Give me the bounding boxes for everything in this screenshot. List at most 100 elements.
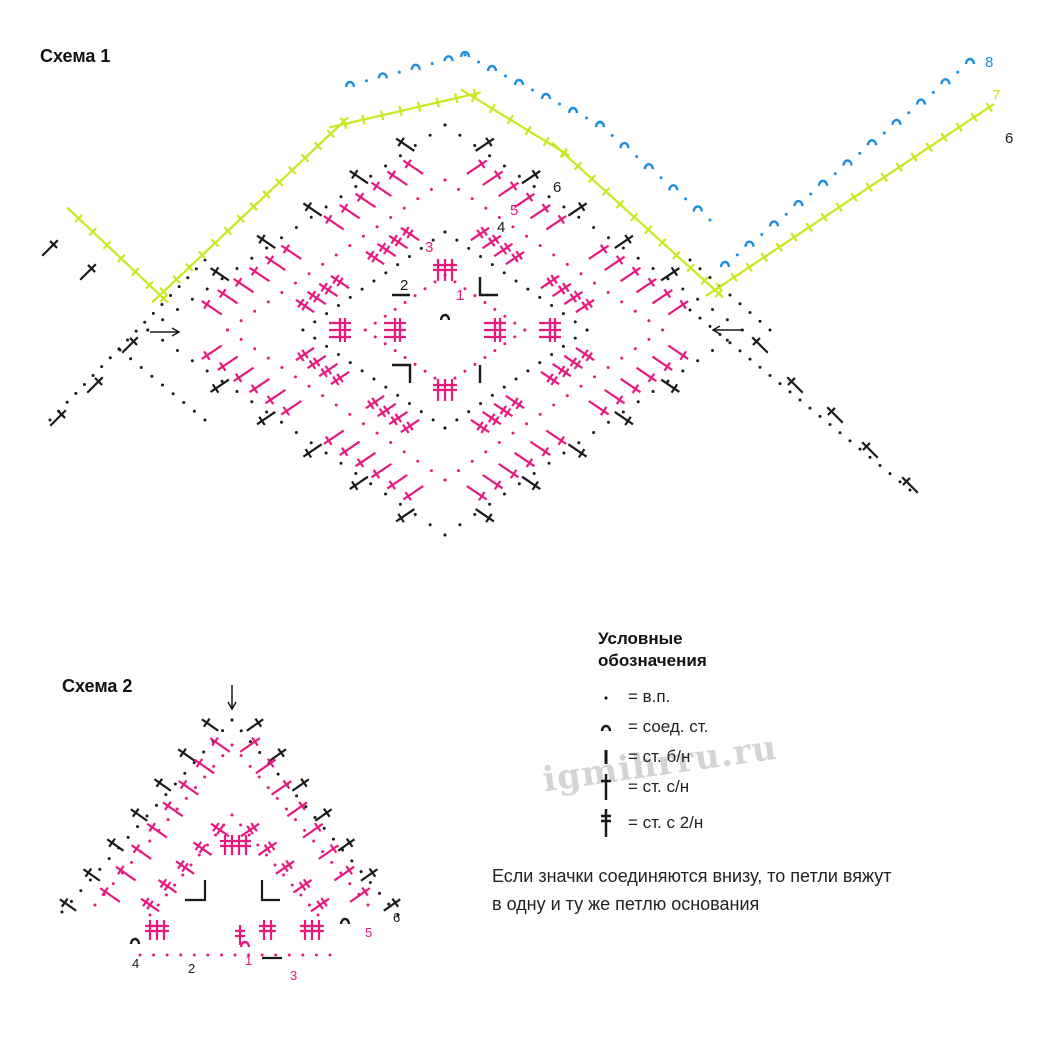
stitch-stem bbox=[861, 441, 879, 459]
stitch-bar bbox=[985, 102, 993, 112]
stitch-stem bbox=[651, 289, 673, 305]
stitch-stem bbox=[421, 100, 444, 108]
treble-crochet bbox=[484, 332, 506, 342]
chain-dot bbox=[384, 164, 388, 168]
chain-dot bbox=[483, 301, 487, 304]
stitch-stem bbox=[593, 179, 612, 197]
double-crochet bbox=[521, 475, 541, 491]
double-crochet bbox=[337, 837, 356, 852]
stitch-stem bbox=[460, 88, 480, 102]
stitch-bar bbox=[541, 203, 550, 214]
chain-dot bbox=[175, 807, 179, 811]
stitch-stem bbox=[201, 718, 219, 732]
slip-stitch bbox=[719, 260, 731, 268]
chain-dot bbox=[348, 412, 352, 416]
chain-dot bbox=[423, 369, 427, 373]
stitch-stem bbox=[360, 868, 378, 882]
stitch-stem bbox=[521, 475, 541, 490]
slip-stitch bbox=[866, 139, 878, 146]
double-crochet bbox=[153, 777, 172, 792]
stitch-bar bbox=[546, 277, 554, 287]
chain-dot bbox=[868, 455, 872, 459]
double-crochet bbox=[930, 132, 950, 148]
chain-dot bbox=[203, 418, 207, 422]
chain-dot bbox=[413, 144, 417, 147]
stitch-bar bbox=[211, 266, 220, 277]
stitch-bar bbox=[179, 779, 188, 790]
chain-dot bbox=[681, 287, 685, 291]
double-crochet bbox=[635, 218, 654, 235]
chain-dot bbox=[696, 297, 700, 301]
chain-dot bbox=[294, 431, 298, 434]
chain-dot bbox=[169, 294, 173, 298]
chain-dot bbox=[130, 860, 134, 864]
chain-dot bbox=[502, 271, 506, 275]
stitch-stem bbox=[383, 898, 401, 912]
chain-dot bbox=[325, 312, 329, 316]
stitch-bar bbox=[416, 101, 422, 112]
chain-dot bbox=[348, 244, 352, 248]
stitch-stem bbox=[86, 376, 104, 394]
stitch-stem bbox=[201, 300, 223, 316]
double-crochet bbox=[751, 336, 769, 354]
chain-dot bbox=[369, 174, 373, 178]
stitch-bar bbox=[234, 372, 243, 383]
treble-crochet bbox=[159, 920, 169, 940]
stitch-bar bbox=[302, 878, 311, 889]
stitch-bar bbox=[163, 881, 172, 891]
double-crochet bbox=[201, 344, 223, 361]
stitch-bar bbox=[301, 349, 309, 359]
stitch-bar bbox=[159, 878, 168, 889]
chain-dot bbox=[606, 366, 610, 369]
stitch-bar bbox=[219, 361, 227, 372]
stitch-stem bbox=[146, 822, 168, 839]
stitch-bar bbox=[476, 229, 484, 239]
double-crochet bbox=[514, 121, 534, 136]
chain-dot bbox=[134, 329, 138, 333]
stitch-stem bbox=[49, 409, 67, 427]
treble-crochet bbox=[175, 859, 195, 875]
stitch-bar bbox=[647, 277, 656, 288]
stitch-bar bbox=[644, 225, 653, 235]
stitch-bar bbox=[506, 114, 514, 125]
chain-dot bbox=[118, 348, 122, 352]
double-crochet bbox=[99, 886, 121, 903]
double-crochet bbox=[137, 273, 155, 291]
treble-crochet-icon bbox=[594, 808, 628, 838]
chain-dot bbox=[202, 750, 206, 754]
chain-dot bbox=[164, 793, 168, 797]
chain-dot bbox=[361, 234, 365, 238]
chain-dot bbox=[513, 335, 517, 339]
treble-crochet bbox=[257, 841, 278, 856]
stitch-bar bbox=[760, 252, 768, 262]
stitch-bar bbox=[397, 137, 405, 147]
double-crochet bbox=[521, 169, 541, 185]
stitch-bar bbox=[390, 416, 398, 426]
stitch-stem bbox=[614, 411, 634, 426]
row-label: 4 bbox=[132, 956, 139, 971]
stitch-bar bbox=[320, 897, 328, 907]
row-label: 6 bbox=[1005, 130, 1013, 147]
chain-dot bbox=[396, 263, 400, 267]
chain-dot bbox=[360, 369, 364, 373]
stitch-bar bbox=[388, 170, 397, 180]
slip-stitch bbox=[692, 205, 703, 212]
note-line2: в одну и ту же петлю основания bbox=[492, 894, 760, 914]
stitch-bar bbox=[390, 234, 398, 244]
chain-dot bbox=[369, 482, 373, 486]
chain-dot bbox=[738, 349, 742, 353]
stitch-bar bbox=[382, 405, 391, 415]
stitch-bar bbox=[181, 862, 189, 873]
chain-dot bbox=[725, 318, 729, 322]
stitch-stem bbox=[248, 377, 271, 394]
chain-dot bbox=[328, 953, 332, 957]
double-crochet bbox=[210, 266, 230, 282]
double-crochet bbox=[466, 159, 488, 175]
stitch-bar bbox=[478, 159, 486, 169]
double-crochet bbox=[217, 355, 239, 372]
stitch-bar bbox=[212, 822, 220, 832]
stitch-stem bbox=[619, 266, 642, 283]
stitch-bar bbox=[185, 262, 194, 272]
stitch-bar bbox=[631, 266, 640, 276]
chain-dot bbox=[636, 400, 640, 404]
